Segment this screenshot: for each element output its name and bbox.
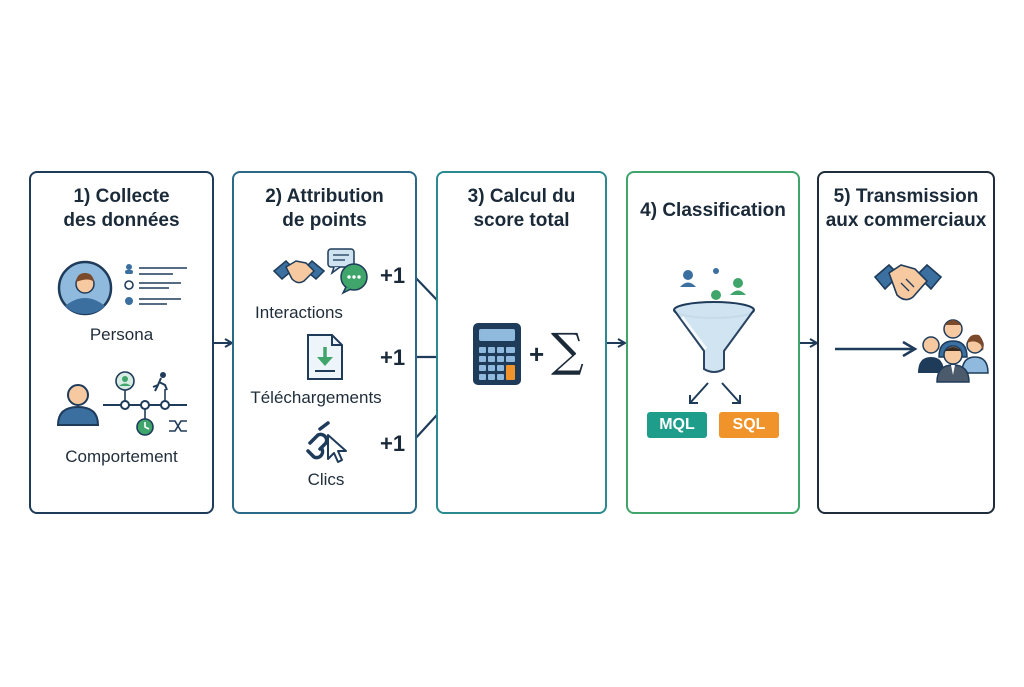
funnel-icon [673,268,755,373]
sql-badge: SQL [719,412,779,438]
clicks-label: Clics [307,470,345,489]
calculator-icon [473,323,521,385]
mql-badge: MQL [647,412,707,438]
step-points-panel: 2) Attribution de points Interactions +1… [232,171,417,514]
handoff-arrow [835,340,918,358]
download-file-icon [307,334,343,380]
behaviour-timeline-icon [103,371,187,436]
sum-icon: ∑ [551,323,584,377]
handshake-icon [873,263,943,301]
interactions-label: Interactions [255,303,343,322]
step-transmit-panel: 5) Transmission aux commerciaux [817,171,995,514]
step-title: 2) Attribution de points [265,186,384,231]
downloads-label: Téléchargements [250,388,382,407]
step-title: 5) Transmission aux commerciaux [825,186,987,231]
downloads-score: +1 [380,345,406,370]
step-calc-panel: 3) Calcul du score total + ∑ [436,171,607,514]
step-classify-panel: 4) Classification MQL SQL [626,171,800,514]
step-collect-panel: 1) Collecte des données Persona [29,171,214,514]
link-cursor-icon [306,421,347,463]
handshake-chat-icon [272,248,368,295]
persona-details-icon [124,264,187,305]
sales-team-icon [918,319,989,383]
behaviour-label: Comportement [65,447,178,466]
persona-label: Persona [89,325,154,344]
interactions-score: +1 [380,263,406,288]
step-title: 4) Classification [640,200,786,221]
calc-plus: + [529,339,545,369]
step-title: 1) Collecte des données [63,186,180,231]
clicks-score: +1 [380,431,406,456]
step-title: 3) Calcul du score total [467,186,576,231]
behaviour-user-icon [56,384,100,426]
persona-avatar-icon [57,260,113,316]
split-arrows-icon [689,382,741,404]
